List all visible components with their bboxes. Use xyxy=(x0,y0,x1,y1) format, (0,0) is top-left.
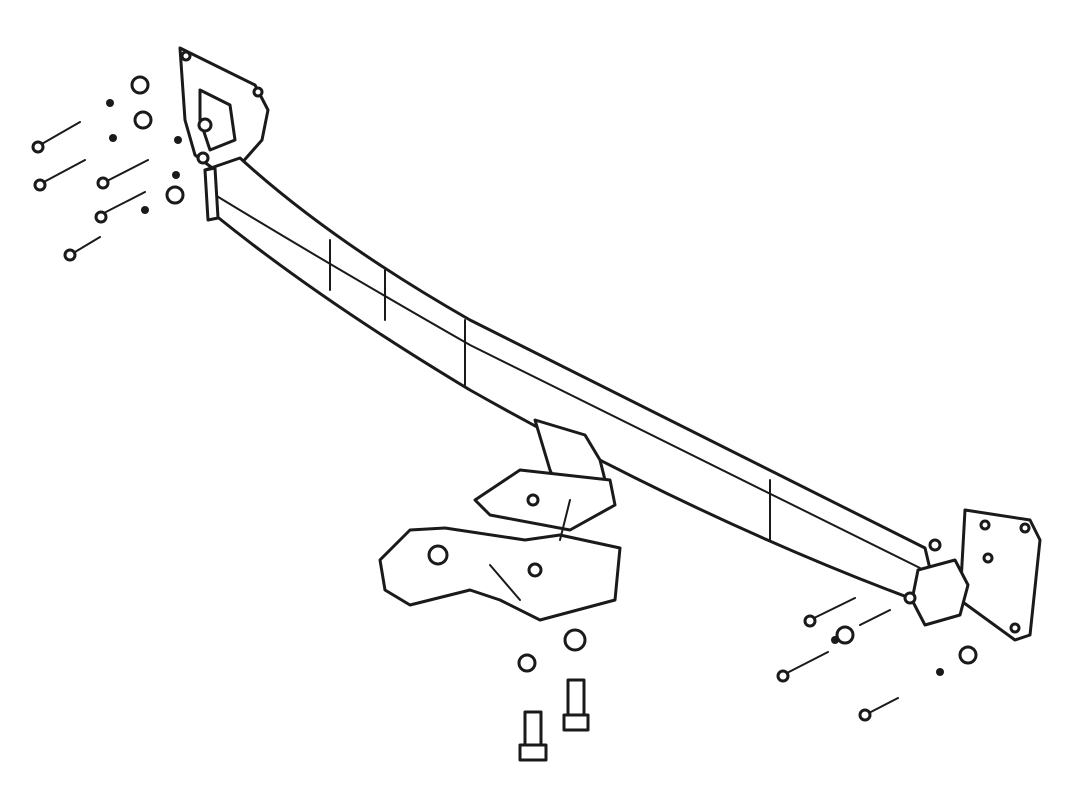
right-hardware xyxy=(776,597,978,722)
receiver-mount xyxy=(378,418,622,622)
crossbar xyxy=(203,156,937,602)
center-hardware xyxy=(517,628,590,762)
right-bracket xyxy=(903,508,1042,642)
left-bracket xyxy=(178,46,270,172)
left-hardware xyxy=(31,75,185,262)
